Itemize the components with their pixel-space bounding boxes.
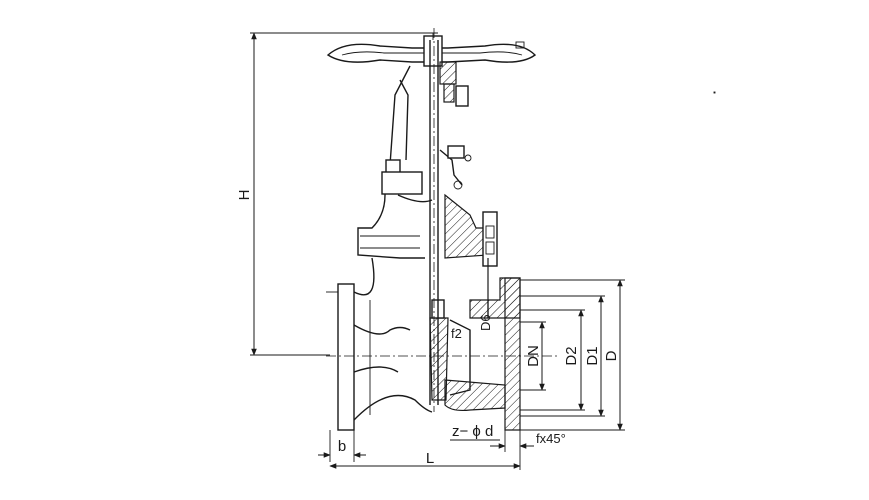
label-DN: DN [525,345,542,367]
label-chamfer: fx45° [536,431,566,446]
valve-body [337,257,521,431]
label-L: L [426,450,434,467]
label-D6: D6 [478,314,493,331]
yoke [381,61,472,203]
dimension-labels: H b L DN D2 D1 D f2 D6 z− ϕ d fx45° [236,190,620,467]
label-D2: D2 [563,346,580,365]
stem [429,28,439,412]
dimension-lines [251,32,623,469]
label-f2: f2 [451,326,462,341]
bonnet [357,193,498,267]
label-D1: D1 [584,346,601,365]
label-b: b [338,438,346,455]
handwheel [326,33,716,94]
label-H: H [236,190,253,201]
label-bolt-holes: z− ϕ d [452,423,493,440]
construction-lines [250,32,625,470]
label-D: D [603,350,620,361]
